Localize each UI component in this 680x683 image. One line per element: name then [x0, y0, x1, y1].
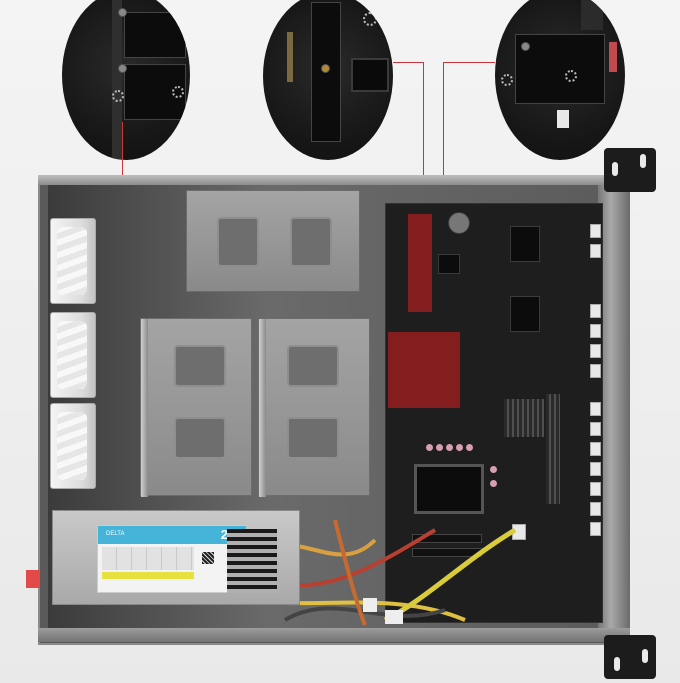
m2-slot-highlight-bottom	[388, 332, 460, 408]
left-zoom-bubble	[62, 0, 190, 160]
motherboard	[385, 203, 603, 623]
drive-cage-bottom-left	[140, 318, 252, 497]
drive-cage-bottom-right	[258, 318, 370, 497]
psu-brand: DELTA	[106, 531, 125, 537]
psu-label-band: DELTA 2	[98, 526, 246, 544]
psu-warning-strip	[102, 572, 194, 579]
system-fan-3	[50, 403, 96, 489]
callout-line-center-vertical	[423, 62, 424, 212]
cmos-battery	[448, 212, 470, 234]
callout-line-right-horizontal	[443, 62, 495, 63]
m2-slot-highlight-top	[408, 214, 432, 312]
red-latch-tab	[26, 570, 40, 588]
chassis-bottom-rim	[38, 628, 630, 642]
power-supply-unit: DELTA 2	[52, 510, 300, 605]
psu-model-number: 2	[220, 527, 228, 542]
cpu-socket	[414, 464, 484, 514]
right-zoom-bubble	[495, 0, 625, 160]
psu-spec-table	[102, 547, 194, 570]
vrm-heatsink	[546, 394, 560, 504]
psu-vents	[227, 529, 277, 593]
psu-label: DELTA 2	[97, 525, 247, 593]
system-fan-2	[50, 312, 96, 398]
rack-handle-bottom	[604, 635, 656, 679]
callout-line-center-horizontal	[393, 62, 424, 63]
nic-chip-2	[510, 296, 540, 332]
psu-qr-code	[202, 552, 214, 564]
controller-chip	[438, 254, 460, 274]
memory-slot-1	[412, 534, 482, 543]
rack-handle-top	[604, 148, 656, 192]
chipset-heatsink	[504, 399, 544, 437]
nic-chip-1	[510, 226, 540, 262]
chassis-top-rim	[38, 175, 628, 185]
chassis-front-rail	[598, 185, 630, 630]
system-fan-1	[50, 218, 96, 304]
drive-cage-top	[186, 190, 360, 292]
center-zoom-bubble	[263, 0, 393, 160]
callout-line-right-vertical	[443, 62, 444, 212]
